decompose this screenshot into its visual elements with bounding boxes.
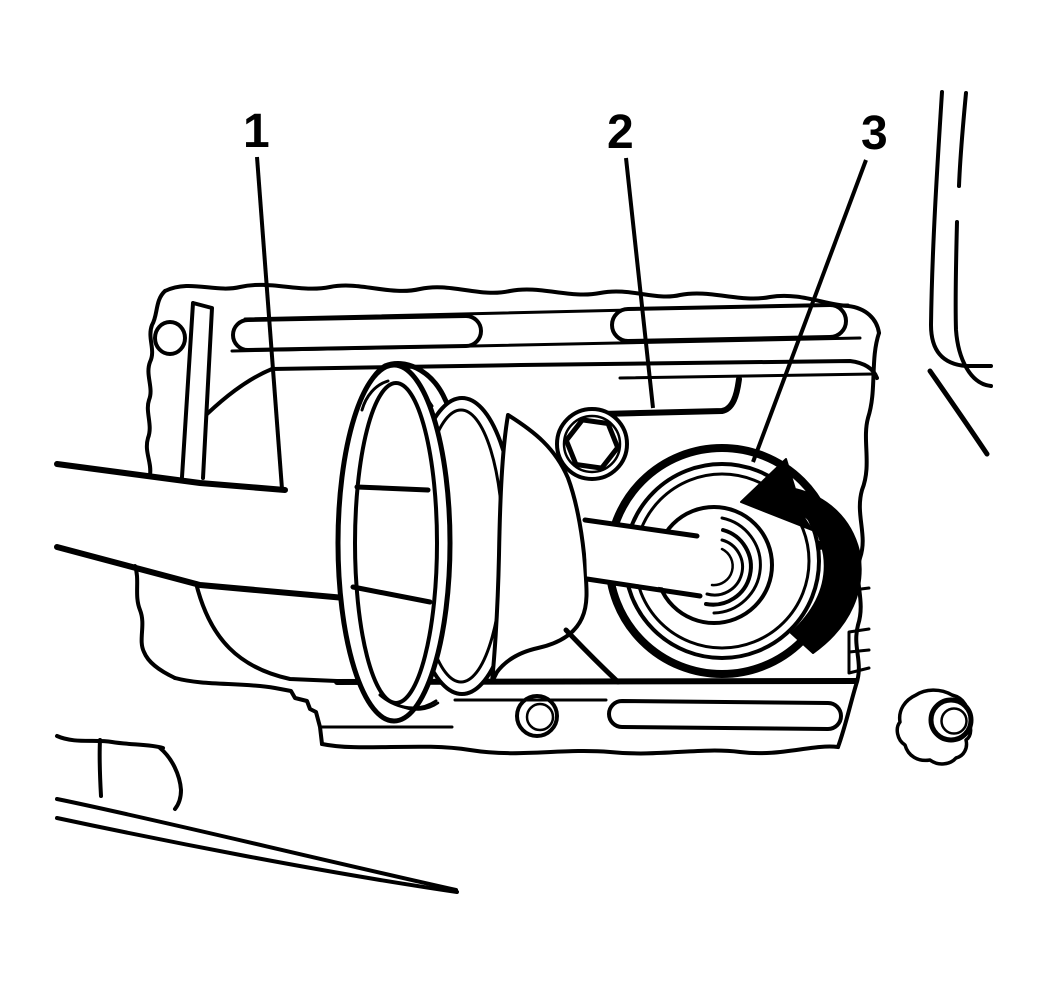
boot-clamp-ring: [335, 362, 453, 724]
callout-2-leader: [624, 157, 655, 409]
callout-3-leader: [751, 159, 868, 463]
hex-bolt-icon: [555, 407, 629, 481]
flange-slot-right: [610, 303, 848, 343]
flange-slot-left: [231, 314, 483, 352]
top-right-panel-lines: [927, 90, 993, 457]
right-edge-tab: [847, 627, 871, 675]
lower-left-arm-lines: [55, 734, 459, 894]
rotation-arrow-icon: [740, 458, 862, 654]
rail-slot: [607, 699, 843, 731]
axle-stub: [582, 517, 753, 607]
callout-3-label: 3: [861, 107, 888, 160]
case-notch: [598, 376, 742, 417]
bottom-right-bolt: [895, 688, 974, 766]
cv-boot: [490, 413, 621, 685]
rail-hole: [515, 694, 559, 738]
callout-2-label: 2: [607, 106, 634, 159]
case-flange: [230, 303, 879, 417]
callout-1-leader: [255, 156, 284, 490]
callout-leaders: [255, 156, 868, 490]
callout-1-label: 1: [243, 105, 270, 158]
